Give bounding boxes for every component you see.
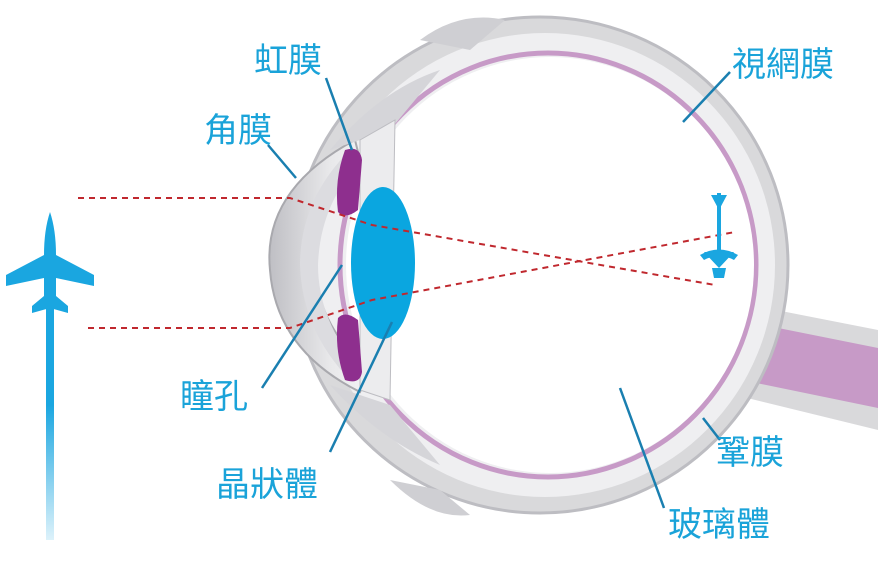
label-iris: 虹膜 xyxy=(254,41,322,81)
leader-vitreous xyxy=(618,387,666,509)
lens-shape xyxy=(351,187,415,339)
leader-lines xyxy=(260,71,731,509)
label-pupil: 瞳孔 xyxy=(180,377,248,417)
airplane-inverted-icon xyxy=(700,193,738,278)
leader-retina xyxy=(682,71,731,123)
leader-cornea xyxy=(267,144,297,179)
label-retina: 視網膜 xyxy=(732,45,834,85)
airplane-upright-icon xyxy=(6,212,94,540)
label-lens: 晶狀體 xyxy=(216,465,318,505)
iris-shape xyxy=(336,148,362,382)
leader-sclera xyxy=(702,417,721,441)
leader-pupil xyxy=(260,264,344,389)
leader-iris xyxy=(324,77,354,151)
label-sclera: 鞏膜 xyxy=(716,433,784,473)
sclera-shell xyxy=(290,15,790,516)
label-vitreous: 玻璃體 xyxy=(668,505,770,545)
light-rays xyxy=(78,197,736,329)
label-cornea: 角膜 xyxy=(204,111,272,151)
leader-lens xyxy=(328,321,394,453)
